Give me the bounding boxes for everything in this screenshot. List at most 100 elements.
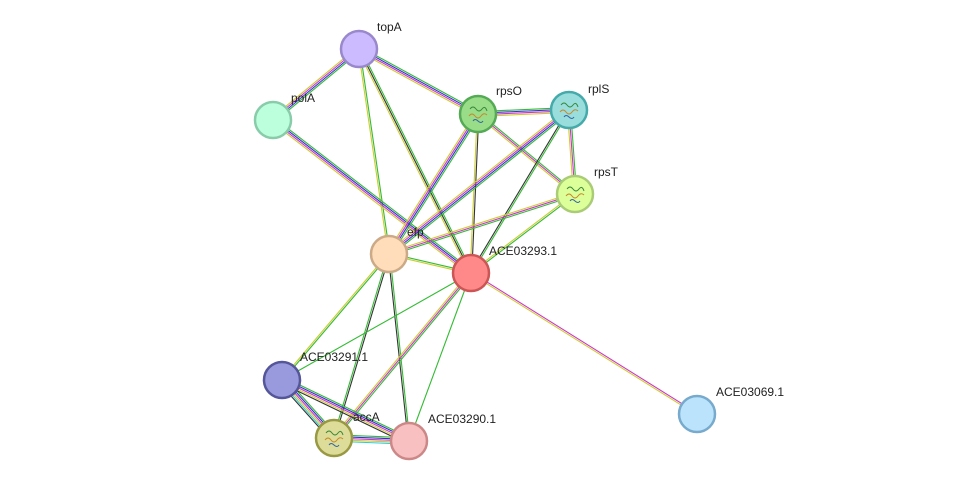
edge-line-green: [478, 112, 577, 194]
edge-line-yellow: [470, 273, 697, 416]
node-ACE03290[interactable]: ACE03290.1: [389, 412, 496, 461]
edge-line-yellow: [476, 114, 575, 196]
edge-line-yellow: [386, 112, 477, 254]
edge-line-green: [274, 117, 473, 272]
edge-line-yellow: [280, 253, 389, 380]
edge-line-blue: [389, 114, 480, 255]
edge-rpsT-ACE03293[interactable]: [470, 192, 576, 275]
edge-line-green: [282, 254, 391, 381]
edge-line-magenta: [333, 272, 472, 439]
edge-rpsO-ACE03293[interactable]: [469, 113, 480, 274]
edge-line-yellow: [470, 192, 575, 273]
node-label: rpsT: [594, 165, 619, 179]
edge-line-yellow: [332, 271, 471, 438]
edge-line-green: [390, 111, 571, 257]
edge-line-green: [471, 110, 571, 274]
node-circle[interactable]: [549, 90, 589, 130]
edge-line-green: [389, 253, 411, 441]
node-label: efp: [407, 225, 424, 239]
edge-line-green: [359, 46, 480, 113]
edge-efp-ACE03291[interactable]: [280, 253, 391, 381]
node-topA[interactable]: topA: [339, 20, 402, 69]
edge-line-blue: [389, 110, 570, 256]
node-rpsO[interactable]: rpsO: [458, 84, 522, 134]
edge-line-black: [471, 114, 480, 274]
edge-efp-ACE03290[interactable]: [387, 253, 411, 442]
node-circle[interactable]: [555, 174, 595, 214]
edge-line-magenta: [358, 49, 478, 116]
node-label: ACE03293.1: [489, 244, 557, 258]
edge-line-magenta: [477, 113, 576, 195]
edge-line-green: [281, 272, 472, 381]
protein-structure-icon: [565, 186, 585, 203]
node-label: accA: [353, 410, 380, 424]
node-circle[interactable]: [314, 418, 354, 458]
node-circle[interactable]: [451, 253, 491, 293]
edge-line-black: [387, 254, 409, 442]
edges-layer: [271, 46, 698, 445]
edge-rpsO-rpsT[interactable]: [476, 112, 577, 196]
edge-rpsO-efp[interactable]: [386, 112, 481, 256]
node-rplS[interactable]: rplS: [549, 82, 609, 130]
node-label: polA: [291, 91, 315, 105]
node-circle[interactable]: [458, 94, 498, 134]
edge-line-magenta: [387, 113, 478, 254]
protein-structure-icon: [468, 106, 488, 123]
nodes-layer: topA polA rpsO rplS rpsT efpACE03293.1ACE0329…: [253, 20, 784, 461]
node-label: ACE03290.1: [428, 412, 496, 426]
node-circle[interactable]: [339, 29, 379, 69]
edge-line-green: [334, 273, 473, 440]
edge-rpsT-efp[interactable]: [388, 191, 576, 257]
edge-line-green: [471, 194, 576, 275]
edge-line-yellow: [469, 113, 478, 273]
edge-line-yellow: [357, 49, 471, 274]
node-ACE03293[interactable]: ACE03293.1: [451, 244, 557, 293]
edge-line-yellow: [387, 107, 568, 253]
node-accA[interactable]: accA: [314, 410, 380, 458]
edge-topA-rpsO[interactable]: [357, 46, 480, 117]
node-circle[interactable]: [389, 421, 429, 461]
edge-ACE03293-ACE03069[interactable]: [470, 271, 698, 416]
edge-line-yellow: [357, 50, 478, 117]
edge-ACE03293-ACE03291[interactable]: [281, 272, 472, 381]
edge-line-green: [389, 194, 576, 257]
edge-ACE03293-ACE03290[interactable]: [408, 272, 472, 442]
edge-line-yellow: [357, 49, 389, 255]
edge-line-magenta: [281, 379, 410, 442]
edge-line-magenta: [388, 193, 576, 255]
node-label: ACE03069.1: [716, 385, 784, 399]
edge-line-magenta: [272, 120, 471, 275]
node-polA[interactable]: polA: [253, 91, 315, 140]
edge-line-green: [408, 272, 472, 442]
edge-line-green: [359, 48, 391, 254]
node-circle[interactable]: [677, 394, 717, 434]
edge-rplS-efp[interactable]: [387, 107, 571, 257]
node-label: rpsO: [496, 84, 522, 98]
node-ACE03291[interactable]: ACE03291.1: [262, 350, 368, 400]
node-label: rplS: [588, 82, 609, 96]
node-rpsT[interactable]: rpsT: [555, 165, 619, 214]
edge-topA-efp[interactable]: [357, 48, 391, 255]
edge-ACE03291-ACE03290[interactable]: [280, 376, 411, 445]
node-label: topA: [377, 20, 402, 34]
protein-structure-icon: [559, 102, 579, 119]
edge-line-yellow: [388, 191, 575, 254]
edge-polA-ACE03293[interactable]: [271, 117, 473, 276]
edge-line-green: [283, 376, 411, 439]
edge-ACE03293-accA[interactable]: [332, 271, 473, 440]
node-efp[interactable]: efp: [369, 225, 424, 274]
node-circle[interactable]: [253, 100, 293, 140]
edge-rplS-ACE03293[interactable]: [469, 109, 571, 274]
node-circle[interactable]: [369, 234, 409, 274]
edge-line-green: [390, 114, 481, 256]
edge-line-blue: [282, 378, 410, 441]
edge-line-magenta: [471, 271, 698, 414]
node-label: ACE03291.1: [300, 350, 368, 364]
edge-line-black: [469, 109, 569, 273]
edge-line-blue: [359, 47, 479, 114]
edge-line-yellow: [271, 121, 470, 276]
protein-structure-icon: [324, 430, 344, 447]
node-circle[interactable]: [262, 360, 302, 400]
node-ACE03069[interactable]: ACE03069.1: [677, 385, 784, 434]
